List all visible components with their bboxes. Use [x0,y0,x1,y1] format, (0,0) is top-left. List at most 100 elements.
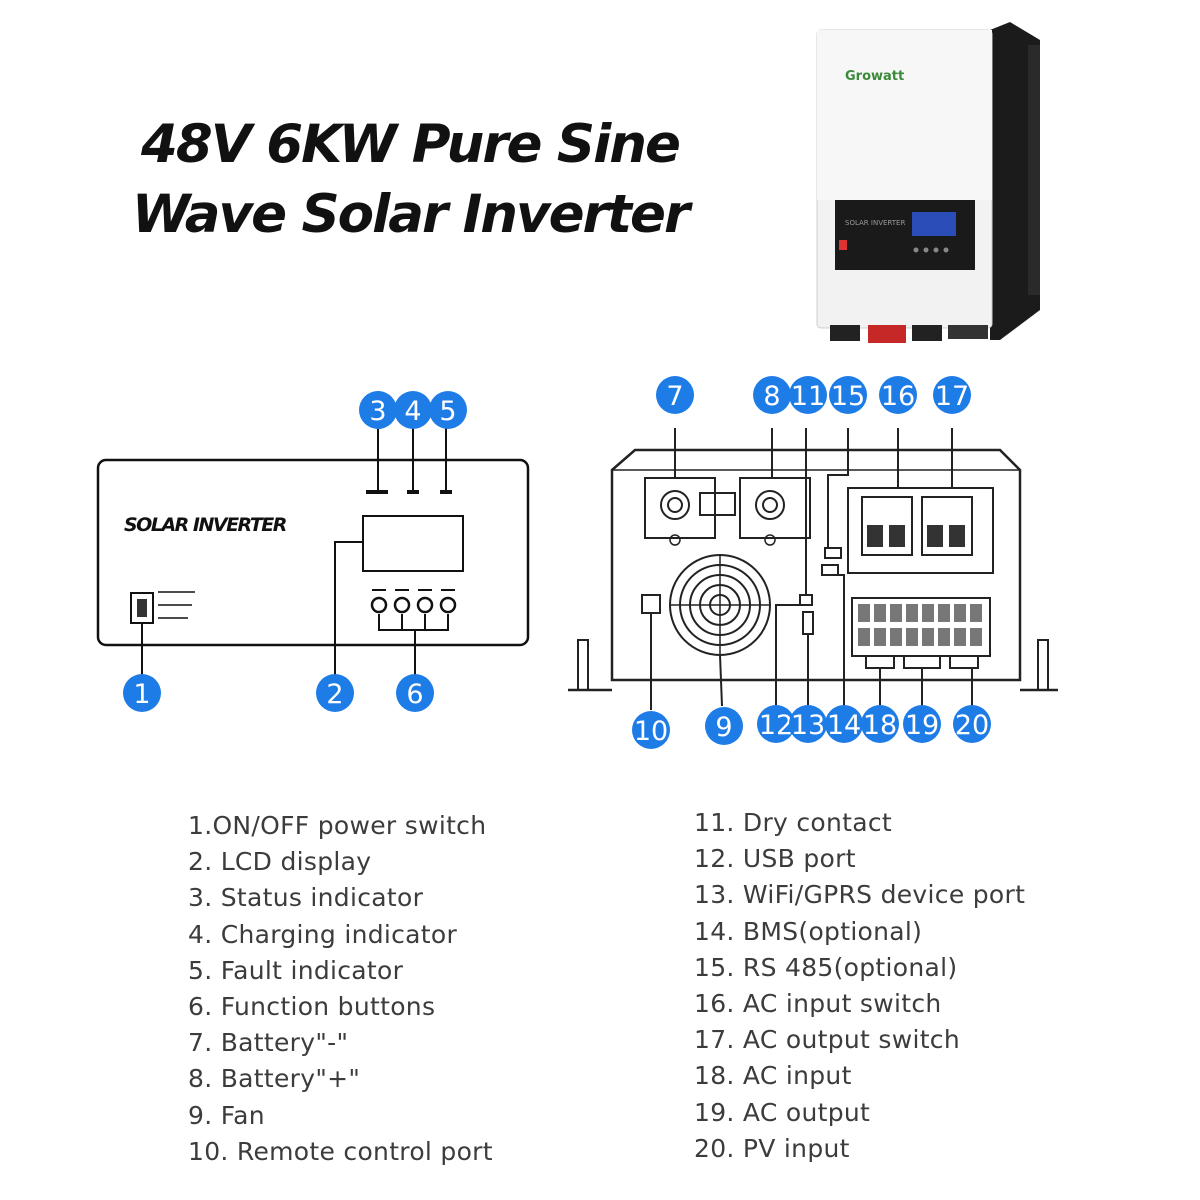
product-lcd-screen [912,212,956,236]
ac-input-bracket [865,656,895,669]
callout-circle [825,705,863,743]
legend-right: 11. Dry contact 12. USB port 13. WiFi/GP… [694,805,1025,1167]
callout-circle [123,674,161,712]
callout-10: 10 [632,711,670,749]
ac-switch-box [847,487,994,574]
callout-circle [789,705,827,743]
callout-number: 5 [439,396,456,427]
legend-item: 6. Function buttons [188,991,436,1021]
terminal-screw [970,604,982,622]
terminal-screw [874,628,886,646]
callout-circle [429,391,467,429]
callout-17: 17 [933,376,971,414]
terminal-bridge [699,492,736,516]
callout-circle [396,674,434,712]
callout-number: 17 [935,381,969,412]
terminal-screw [890,628,902,646]
callout-circle [861,705,899,743]
legend-item: 5. Fault indicator [188,955,404,985]
wifi-port [799,594,813,606]
function-button [439,596,457,614]
bms-port [821,564,839,576]
ac-output-switch-pole [949,525,965,547]
callout-5: 5 [429,391,467,429]
fault-indicator [440,490,452,494]
leader-line-2 [334,541,363,676]
callout-6: 6 [396,674,434,712]
function-button [393,596,411,614]
legend-item: 1.ON/OFF power switch [188,811,487,840]
battery-positive-bolt-inner [762,497,778,513]
callout-number: 10 [634,716,668,747]
callout-number: 8 [763,381,780,412]
foot-right-post [1037,639,1049,691]
callouts: 1 2 3 4 5 6 7 8 9 10 11 12 13 14 15 16 1… [123,376,991,749]
legend-item: 19. AC output [694,1097,871,1127]
front-panel-label: SOLAR INVERTER [124,514,287,536]
legend-item: 7. Battery"-" [188,1028,349,1058]
legend-item: 13. WiFi/GPRS device port [694,880,1026,910]
callout-12: 12 [757,705,795,743]
terminal-screw [954,628,966,646]
legend-item: 8. Battery"+" [188,1064,361,1094]
callout-16: 16 [879,376,917,414]
legend-item: 11. Dry contact [694,808,893,837]
terminal-screw [954,604,966,622]
legend-item: 12. USB port [694,844,856,874]
callout-4: 4 [394,391,432,429]
callout-3: 3 [359,391,397,429]
legend-item: 15. RS 485(optional) [694,952,958,982]
power-switch-rocker [137,599,147,617]
callout-7: 7 [656,376,694,414]
callout-circle [656,376,694,414]
callout-1: 1 [123,674,161,712]
callout-number: 14 [827,710,861,741]
positive-marker [764,534,776,546]
terminal-screw [922,628,934,646]
callout-number: 2 [326,679,343,710]
function-button [416,596,434,614]
callout-circle [953,705,991,743]
callout-9: 9 [705,707,743,745]
callout-circle [829,376,867,414]
callout-number: 11 [791,381,825,412]
legend-item: 14. BMS(optional) [694,916,923,946]
terminal-screw [970,628,982,646]
product-terminal-strip [948,325,988,339]
callout-number: 19 [905,710,939,741]
negative-marker [669,534,681,546]
legend-item: 4. Charging indicator [188,919,458,949]
callout-number: 18 [863,710,897,741]
ac-output-switch [921,496,973,556]
leader-line-15 [827,428,849,548]
status-indicator [366,490,388,494]
callout-circle [394,391,432,429]
product-power-switch [839,240,847,250]
callout-circle [359,391,397,429]
callout-number: 13 [791,710,825,741]
callout-11: 11 [789,376,827,414]
callout-15: 15 [829,376,867,414]
legend-item: 10. Remote control port [188,1136,493,1166]
legend-item: 9. Fan [188,1100,265,1130]
callout-number: 12 [759,710,793,741]
callout-circle [316,674,354,712]
product-brand-logo: Growatt [845,69,904,84]
callout-18: 18 [861,705,899,743]
legend-item: 2. LCD display [188,847,372,877]
battery-negative-bolt-inner [667,497,683,513]
callout-circle [879,376,917,414]
ac-input-switch [861,496,913,556]
product-button [933,247,939,253]
callout-2: 2 [316,674,354,712]
foot-left-post [577,639,589,691]
terminal-screws [858,604,982,646]
leader-line-9 [719,654,723,707]
product-button [923,247,929,253]
front-panel-diagram: SOLAR INVERTER [96,428,530,676]
remote-control-port [641,594,661,614]
callout-circle [933,376,971,414]
callout-circle [789,376,827,414]
product-panel-text: SOLAR INVERTER [845,219,905,227]
